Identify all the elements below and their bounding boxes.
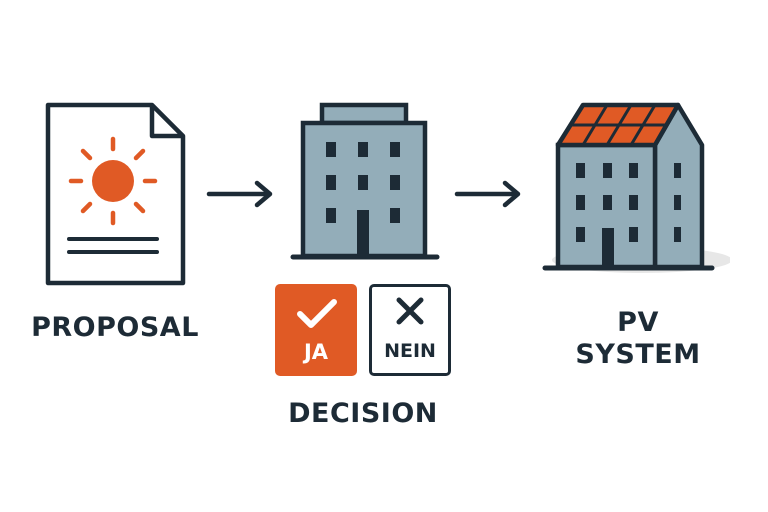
pv-system-label-line1: PV — [617, 307, 659, 338]
pv-system-label-line2: SYSTEM — [575, 339, 701, 370]
arrow-right-icon — [206, 180, 273, 208]
vote-yes-label: JA — [303, 340, 329, 364]
proposal-label: PROPOSAL — [31, 312, 199, 343]
x-mark-icon — [396, 297, 424, 325]
office-building-icon — [290, 102, 440, 260]
vote-no-box: NEIN — [369, 284, 451, 376]
document-sun-icon — [45, 102, 186, 286]
vote-no-label: NEIN — [384, 340, 436, 362]
checkmark-icon — [297, 299, 337, 328]
arrow-right-icon — [454, 180, 521, 208]
vote-yes-box: JA — [275, 284, 357, 376]
solar-roof-building-icon — [542, 102, 730, 273]
decision-label: DECISION — [288, 398, 438, 429]
